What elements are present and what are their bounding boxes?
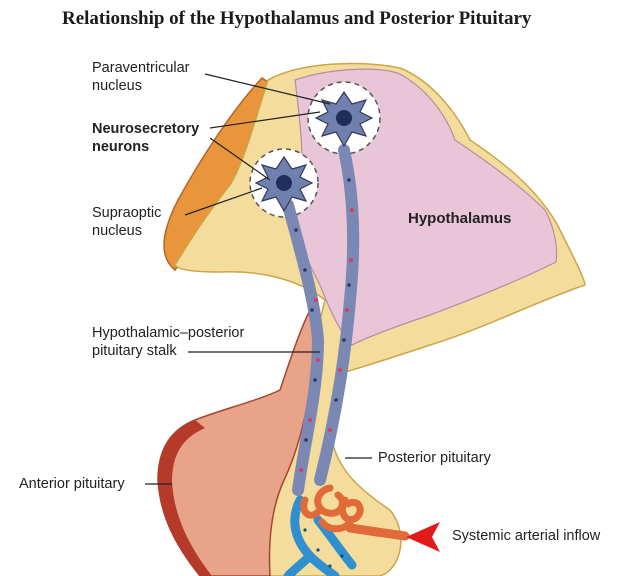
label-supraoptic-line2: nucleus <box>92 223 142 239</box>
leader-lines <box>145 73 372 485</box>
anterior-pituitary-rim <box>158 420 212 576</box>
label-stalk-line1: Hypothalamic–posterior <box>92 325 245 341</box>
inflow-arrow <box>406 522 440 552</box>
diagram-title: Relationship of the Hypothalamus and Pos… <box>62 8 532 29</box>
neuron-cell-supraoptic <box>254 155 314 213</box>
label-anterior-pituitary: Anterior pituitary <box>19 476 125 492</box>
label-paraventricular-line2: nucleus <box>92 78 142 94</box>
label-hypothalamus: Hypothalamus <box>408 210 512 227</box>
label-paraventricular-line1: Paraventricular <box>92 60 190 76</box>
systemic-artery <box>345 523 410 541</box>
neuron-cell-paraventricular <box>314 90 374 148</box>
label-neurosecretory-line2: neurons <box>92 139 150 155</box>
label-stalk: Hypothalamic–posterior pituitary stalk <box>92 324 244 360</box>
vein-dots <box>303 528 344 568</box>
axon-paraventricular <box>314 144 360 486</box>
label-systemic-arterial-inflow: Systemic arterial inflow <box>452 528 601 544</box>
label-neurosecretory: Neurosecretory neurons <box>92 120 199 156</box>
neurosecretory-granules <box>299 208 354 472</box>
axon-dots <box>294 178 351 442</box>
label-stalk-line2: pituitary stalk <box>92 343 177 359</box>
label-paraventricular: Paraventricular nucleus <box>92 59 190 95</box>
axon-supraoptic <box>282 199 325 496</box>
label-neurosecretory-line1: Neurosecretory <box>92 121 200 137</box>
label-supraoptic-line1: Supraoptic <box>92 205 162 221</box>
label-posterior-pituitary: Posterior pituitary <box>378 450 491 466</box>
label-supraoptic: Supraoptic nucleus <box>92 204 161 240</box>
